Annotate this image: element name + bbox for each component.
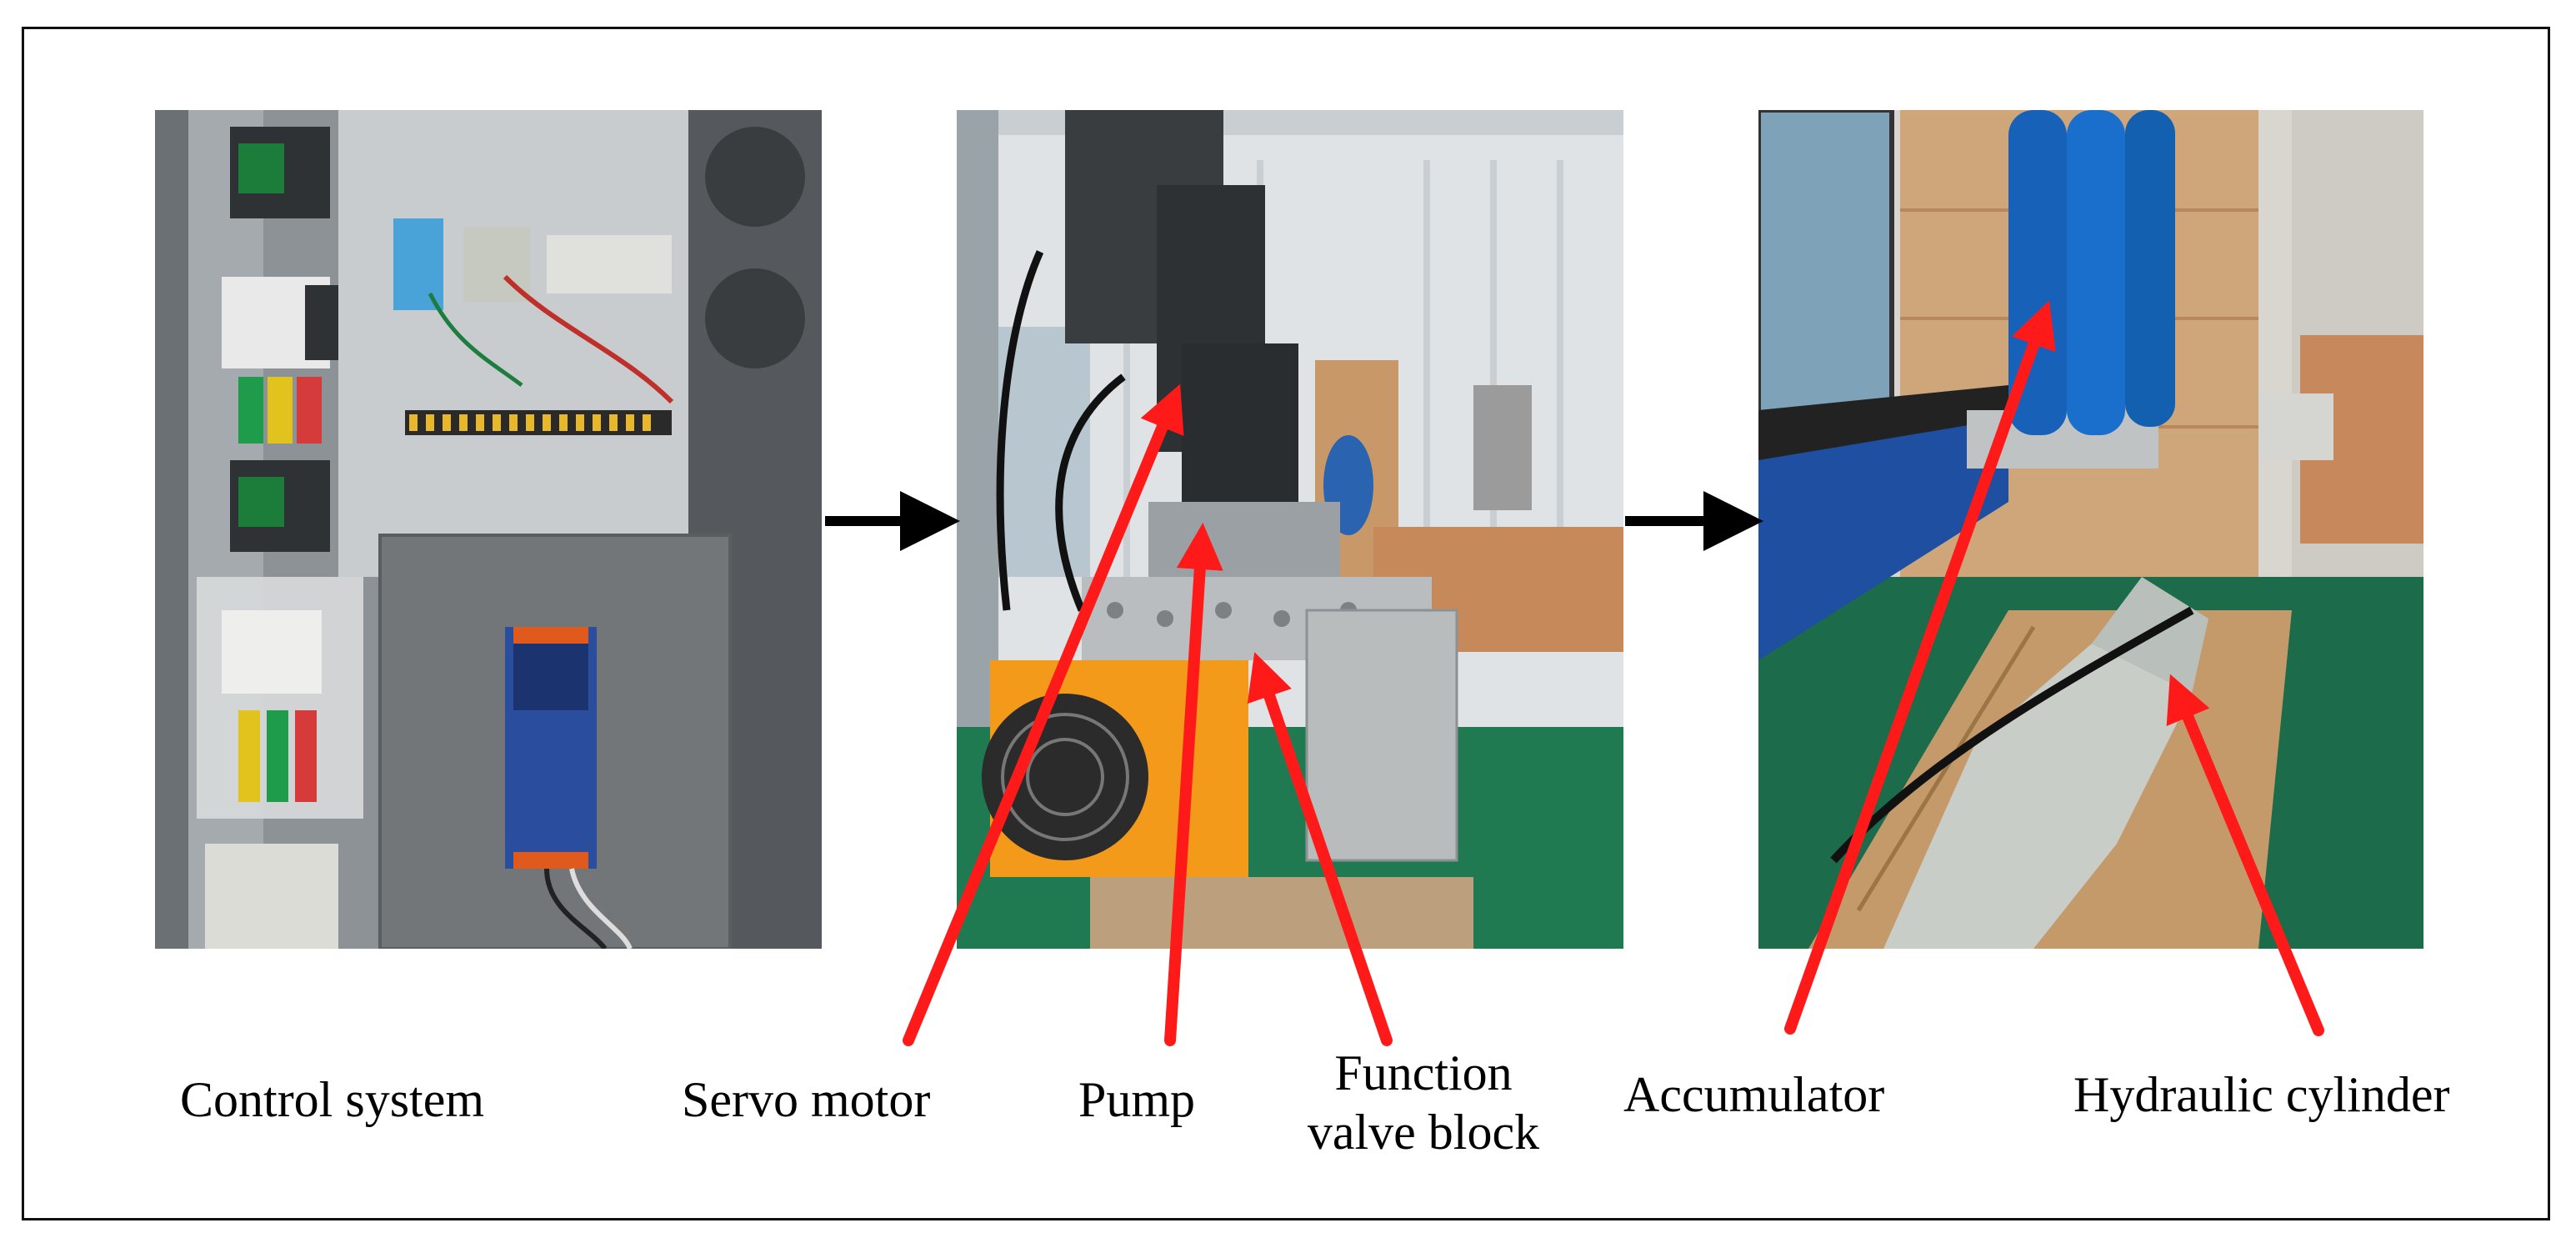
callout-accumulator [1784, 300, 2056, 1035]
hydraulic-power-unit-photo [957, 110, 1623, 949]
callout-pump [1164, 523, 1223, 1046]
label-accumulator: Accumulator [1623, 1067, 1885, 1122]
label-function-valve-block: Function valve block [1307, 1045, 1540, 1160]
label-hydraulic-cylinder: Hydraulic cylinder [2073, 1067, 2450, 1122]
label-servo-motor: Servo motor [682, 1072, 931, 1127]
callout-function-valve-block [1247, 652, 1393, 1046]
label-pump: Pump [1078, 1072, 1196, 1127]
control-system-photo [155, 110, 822, 949]
label-control-system: Control system [180, 1072, 485, 1127]
figure-frame [22, 27, 2550, 1220]
callout-servo-motor [903, 383, 1184, 1046]
callout-hydraulic-cylinder [2166, 674, 2324, 1036]
